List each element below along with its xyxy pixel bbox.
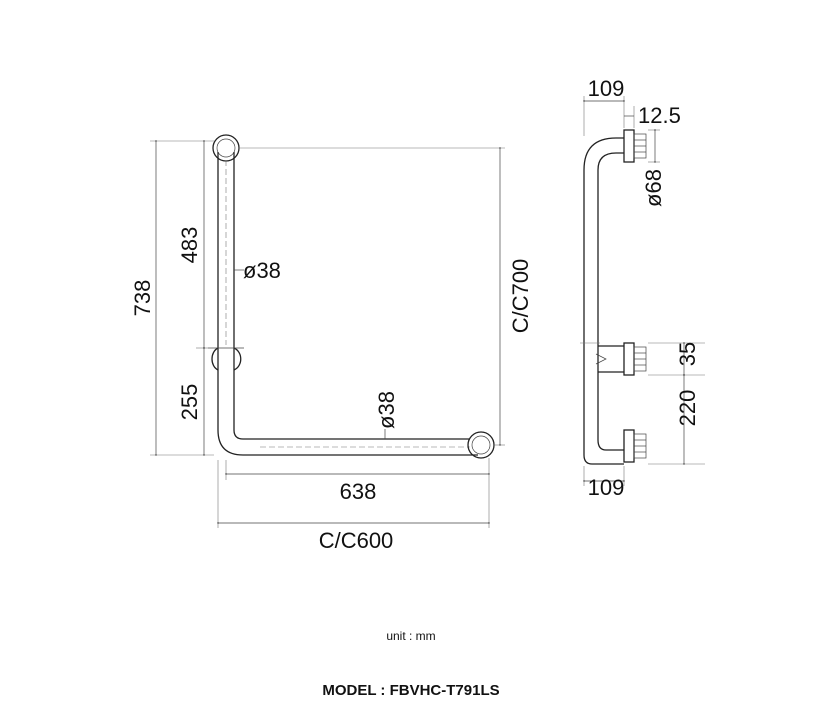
- dim-bottom-depth: 109: [588, 475, 625, 500]
- dim-lower-segment: 255: [177, 384, 202, 421]
- extension-lines: [150, 140, 505, 528]
- model-label: MODEL : FBVHC-T791LS: [322, 682, 499, 699]
- dim-horizontal-diameter: ø38: [374, 391, 399, 429]
- side-flange-bottom: [623, 429, 647, 463]
- unit-label: unit : mm: [386, 629, 435, 643]
- side-flange-middle: [623, 342, 647, 376]
- vertical-tube: [217, 152, 235, 430]
- top-flange: [212, 134, 240, 162]
- dim-center-height: C/C700: [508, 259, 533, 334]
- dim-horizontal-length: 638: [340, 479, 377, 504]
- side-middle-arm: [598, 345, 624, 373]
- dim-upper-segment: 483: [177, 227, 202, 264]
- dim-flange-thickness: 12.5: [638, 103, 681, 128]
- side-tube-inner: [597, 152, 624, 440]
- side-bottom-outer: [583, 454, 624, 465]
- dim-vertical-diameter: ø38: [243, 258, 281, 283]
- side-flange-top: [623, 129, 647, 163]
- dim-top-depth: 109: [588, 76, 625, 101]
- tube-bend: [217, 429, 244, 456]
- dim-flange-diameter: ø68: [641, 169, 666, 207]
- side-view: 109 12.5 ø68 35 220 109: [580, 76, 705, 500]
- dim-overall-height: 738: [130, 280, 155, 317]
- middle-flange: [208, 347, 244, 371]
- side-tube-outer: [583, 137, 624, 455]
- dim-middle-offset: 35: [675, 342, 700, 366]
- side-bottom-inner: [597, 439, 624, 451]
- front-view: 738 483 255 ø38 ø38 638 C/C600 C/C700: [130, 134, 533, 553]
- side-middle-clip: [595, 353, 607, 365]
- dim-lower-offset: 220: [675, 390, 700, 427]
- dim-center-width: C/C600: [319, 528, 394, 553]
- horizontal-tube: [243, 438, 478, 456]
- end-flange: [467, 431, 495, 459]
